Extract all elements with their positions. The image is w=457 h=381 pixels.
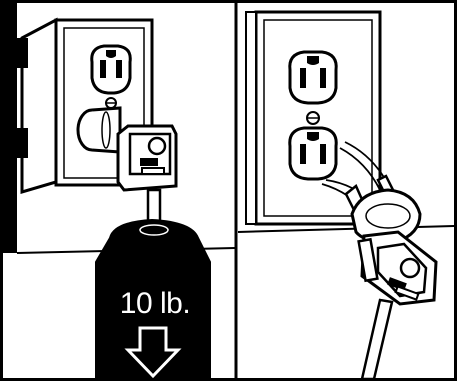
slot-right bbox=[320, 68, 326, 88]
slot-left bbox=[300, 68, 306, 88]
gauge-knob-icon bbox=[149, 138, 165, 154]
outlet-plate-edge bbox=[246, 12, 256, 224]
receptacle-top bbox=[290, 52, 336, 103]
tester-plug bbox=[78, 108, 120, 152]
gauge-head bbox=[118, 126, 176, 190]
ground-hole bbox=[307, 56, 319, 65]
receptacle-bottom bbox=[290, 128, 336, 179]
wall-corner-edge bbox=[3, 3, 17, 253]
slot-right bbox=[320, 144, 326, 164]
ground-hole bbox=[307, 132, 319, 141]
slot-left bbox=[300, 144, 306, 164]
ground-hole bbox=[106, 50, 116, 58]
slot-left bbox=[100, 60, 106, 78]
weight-cylinder: 10 lb. bbox=[96, 220, 210, 379]
gauge-knob-icon bbox=[401, 259, 419, 277]
side-clamp-top bbox=[16, 38, 28, 68]
receptacle-top bbox=[92, 46, 131, 93]
slot-right bbox=[116, 60, 122, 78]
side-clamp-bottom bbox=[16, 128, 28, 158]
weight-label: 10 lb. bbox=[120, 287, 190, 320]
